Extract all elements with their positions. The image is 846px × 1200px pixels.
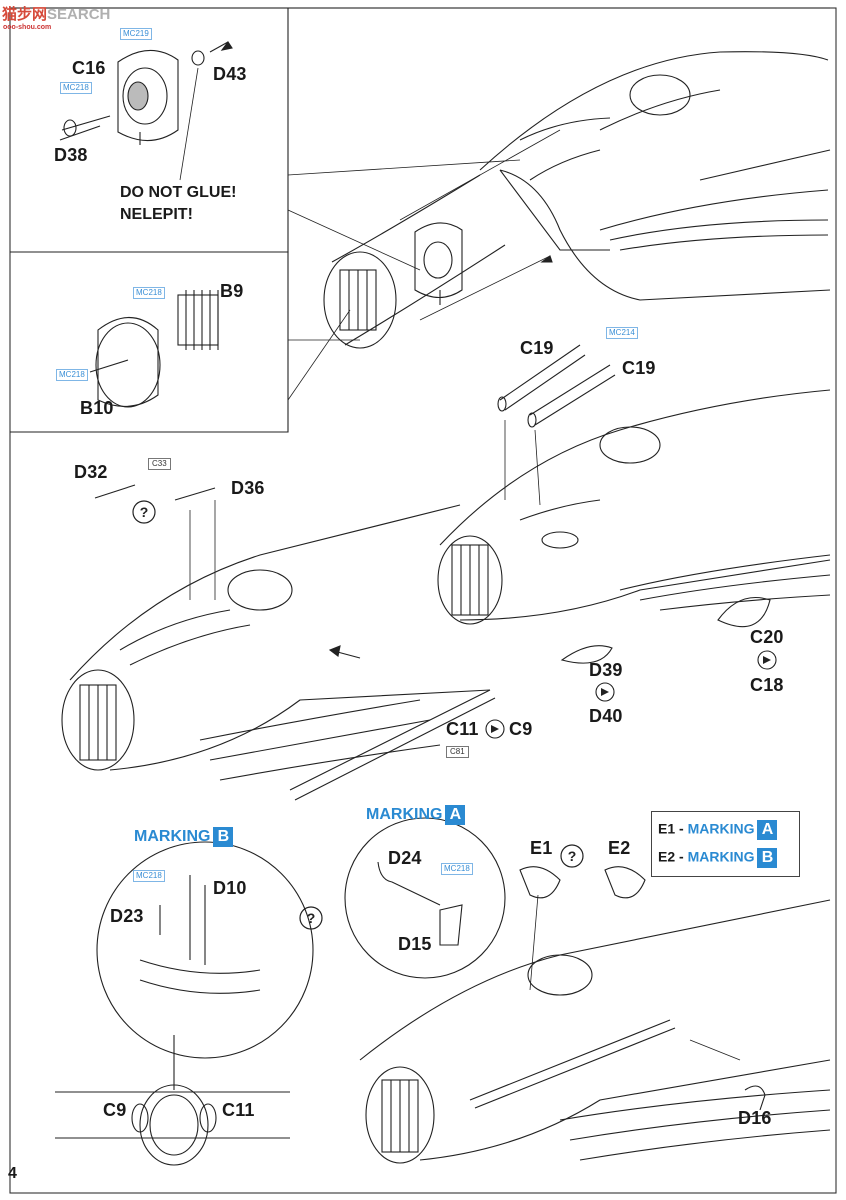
color-ref-mc218: MC218 [133, 870, 165, 882]
color-ref-mc218: MC218 [441, 863, 473, 875]
part-label-c19b: C19 [622, 358, 656, 378]
fuselage-mid-left [61, 504, 496, 801]
d32-d36-parts [94, 484, 361, 659]
b10-part [89, 317, 161, 408]
question-mark-icon: ? [568, 848, 577, 864]
part-label-d16: D16 [738, 1108, 772, 1128]
c20-part [717, 596, 771, 628]
part-label-c9: C9 [509, 719, 533, 739]
part-label-d43: D43 [213, 64, 247, 84]
part-label-c11-front: C11 [222, 1100, 255, 1120]
d39-part [560, 645, 613, 664]
part-ref-c33: C33 [148, 458, 171, 470]
e1-e2-parts [519, 866, 646, 991]
c19-guns [497, 344, 616, 506]
marking-b-detail [139, 875, 261, 994]
marking-b-badge: B [213, 827, 234, 847]
fuselage-top [479, 51, 831, 301]
part-label-d38: D38 [54, 145, 88, 165]
marking-b-circle [96, 841, 314, 1059]
page-number: 4 [8, 1165, 17, 1182]
question-mark-icon [132, 500, 584, 930]
part-label-c19a: C19 [520, 338, 554, 358]
d24-d15-parts [377, 861, 463, 946]
c16-part [59, 49, 179, 145]
arrow-reference-icon [491, 725, 499, 733]
marking-a-badge: A [445, 805, 466, 825]
part-label-b10: B10 [80, 398, 114, 418]
d43-part [179, 41, 233, 181]
question-mark-icon: ? [140, 504, 149, 520]
part-label-d24: D24 [388, 848, 422, 868]
arrow-reference-icon [763, 656, 771, 664]
intake-nose-top [323, 174, 506, 349]
front-view-aircraft [55, 1035, 290, 1166]
part-label-d36: D36 [231, 478, 265, 498]
part-label-b9: B9 [220, 281, 244, 301]
part-label-c18: C18 [750, 675, 784, 695]
color-ref-mc218: MC218 [56, 369, 88, 381]
part-label-e1: E1 [530, 838, 553, 858]
part-label-e2: E2 [608, 838, 631, 858]
part-label-d32: D32 [74, 462, 108, 482]
part-label-c9-front: C9 [103, 1100, 127, 1120]
fuselage-bottom-right [359, 899, 831, 1164]
do-not-glue-note: DO NOT GLUE! NELEPIT! [120, 184, 237, 223]
color-ref-mc214: MC214 [606, 327, 638, 339]
arrow-reference-icon [601, 688, 609, 696]
part-label-d10: D10 [213, 878, 247, 898]
inset-box-bottom [10, 251, 289, 433]
color-ref-mc219: MC219 [120, 28, 152, 40]
part-label-d15: D15 [398, 934, 432, 954]
watermark: 猫步网SEARCH [2, 6, 111, 23]
arrow-reference-icon [485, 650, 777, 739]
part-label-d40: D40 [589, 706, 623, 726]
part-label-d23: D23 [110, 906, 144, 926]
part-ref-c81: C81 [446, 746, 469, 758]
b9-grille [177, 290, 219, 350]
part-label-c16: C16 [72, 58, 106, 78]
part-label-c11: C11 [446, 719, 479, 739]
fuselage-mid-right [437, 389, 831, 625]
part-label-d39: D39 [589, 660, 623, 680]
question-mark-icon: ? [307, 910, 316, 926]
marking-a-circle [344, 817, 506, 979]
color-ref-mc218: MC218 [133, 287, 165, 299]
c16-on-fuselage [399, 129, 561, 321]
part-label-c20: C20 [750, 627, 784, 647]
color-ref-mc218: MC218 [60, 82, 92, 94]
watermark-url: ooo-shou.com [3, 24, 52, 31]
